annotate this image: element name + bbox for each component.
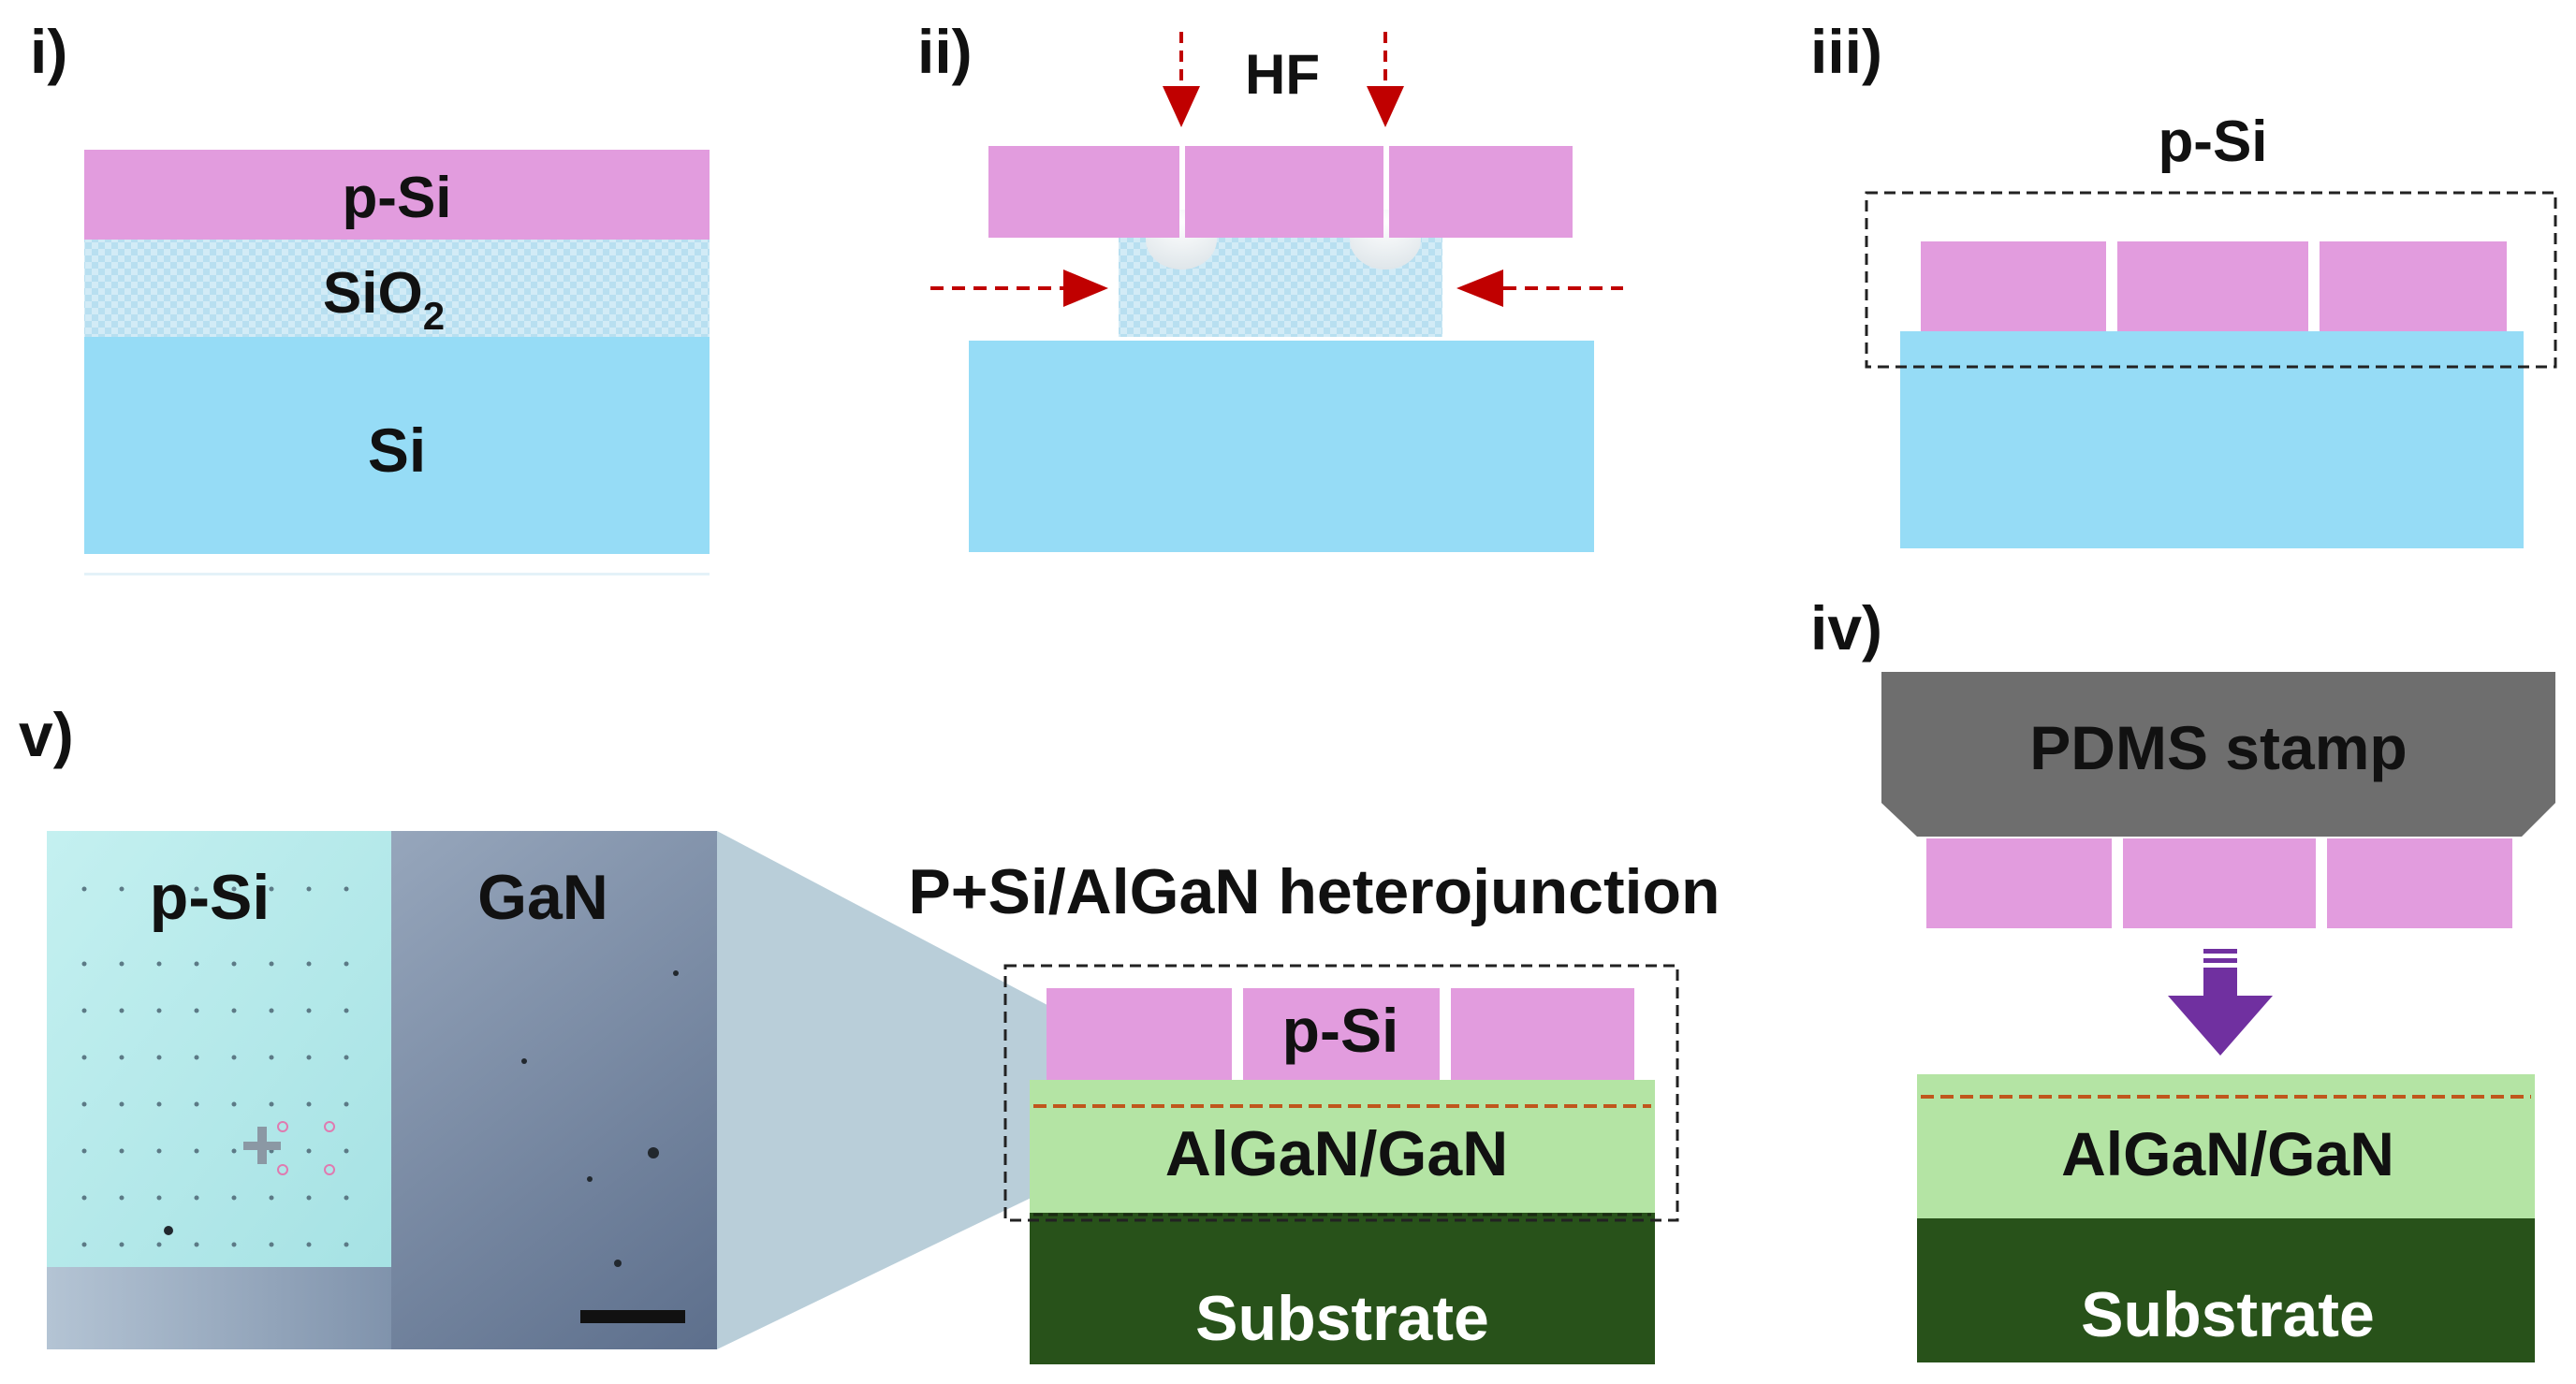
panel-v-psi-segment (1243, 988, 1440, 1080)
micrograph-pink-markers (277, 1121, 335, 1175)
panel-ii-si-layer (969, 341, 1594, 552)
pdms-stamp-label: PDMS stamp (2029, 713, 2407, 782)
panel-v-stack: p-Si AlGaN/GaN Substrate (1003, 964, 1679, 1364)
panel-ii-psi-segment (988, 146, 1179, 238)
micrograph-psi-region (47, 831, 391, 1267)
panel-i-psi-layer (84, 150, 710, 240)
panel-v-psi-label: p-Si (1282, 996, 1399, 1065)
panel-iv-substrate-layer (1917, 1218, 2535, 1362)
panel-iii-psi-segment (2320, 241, 2507, 331)
panel-i-sio2-layer (84, 240, 710, 337)
panel-iii-si-layer (1900, 331, 2524, 548)
red-arrow-down-icon (1367, 32, 1404, 127)
micrograph-gan-label: GaN (477, 862, 608, 933)
panel-i-psi-label: p-Si (342, 166, 451, 230)
panel-i-sio2-label: SiO2 (323, 261, 445, 338)
purple-arrow-down-icon (2168, 949, 2273, 1056)
panel-v-psi-segment (1451, 988, 1634, 1080)
panel-iv-substrate-label: Substrate (2081, 1279, 2375, 1350)
micrograph-psi-label: p-Si (150, 862, 270, 933)
panel-ii-hf-label: HF (1245, 43, 1320, 106)
panel-i-si-layer (84, 337, 710, 554)
panel-ii-psi-segment (1185, 146, 1383, 238)
panel-iii-label: iii) (1810, 17, 1882, 86)
panel-i-label: i) (30, 17, 67, 86)
panel-v-micrograph: p-Si GaN (47, 831, 717, 1349)
panel-iv-target: AlGaN/GaN Substrate (1917, 1074, 2535, 1362)
panel-iv-label: iv) (1810, 593, 1882, 663)
panel-v-label: v) (19, 700, 74, 769)
panel-iv-stamp: PDMS stamp (1881, 672, 2555, 928)
panel-v-algan-layer (1030, 1080, 1655, 1213)
panel-ii-psi-segment (1389, 146, 1573, 238)
panel-v-substrate-layer (1030, 1213, 1655, 1364)
red-arrow-left-icon (1456, 270, 1623, 307)
panel-v-selection-box (1003, 964, 1679, 1222)
panel-v-algan-label: AlGaN/GaN (1165, 1118, 1509, 1189)
panel-iii-psi-segment (2117, 241, 2308, 331)
panel-iv-psi-segment (1926, 838, 2112, 928)
alignment-cross-icon (243, 1127, 281, 1164)
heterojunction-title: P+Si/AlGaN heterojunction (908, 856, 1720, 927)
red-arrow-right-icon (930, 270, 1108, 307)
panel-v-substrate-label: Substrate (1195, 1283, 1489, 1354)
panel-iii-psi-label: p-Si (2158, 109, 2267, 174)
panel-i-stack: p-Si SiO2 Si (84, 150, 710, 575)
panel-iv-psi-segment (2327, 838, 2512, 928)
panel-iv-algan-label: AlGaN/GaN (2061, 1119, 2394, 1188)
panel-ii-stack (969, 146, 1594, 552)
panel-v-psi-segment (1046, 988, 1232, 1080)
micrograph-bottom-strip (47, 1267, 391, 1349)
panel-iii-stack (1865, 191, 2557, 548)
panel-i-baseline (84, 573, 710, 575)
scale-bar (580, 1310, 685, 1323)
panel-ii-label: ii) (917, 17, 973, 86)
panel-ii-hf-arrows (930, 32, 1623, 307)
micrograph-dot-grid (81, 886, 349, 1247)
panel-iv-psi-segment (2123, 838, 2316, 928)
pdms-stamp-block (1881, 672, 2555, 837)
zoom-connector (717, 831, 1097, 1349)
red-arrow-down-icon (1163, 32, 1200, 127)
micrograph-defects (164, 970, 679, 1267)
panel-i-si-label: Si (368, 415, 426, 485)
panel-iii-psi-segment (1921, 241, 2106, 331)
panel-iii-selection-box (1865, 191, 2557, 369)
